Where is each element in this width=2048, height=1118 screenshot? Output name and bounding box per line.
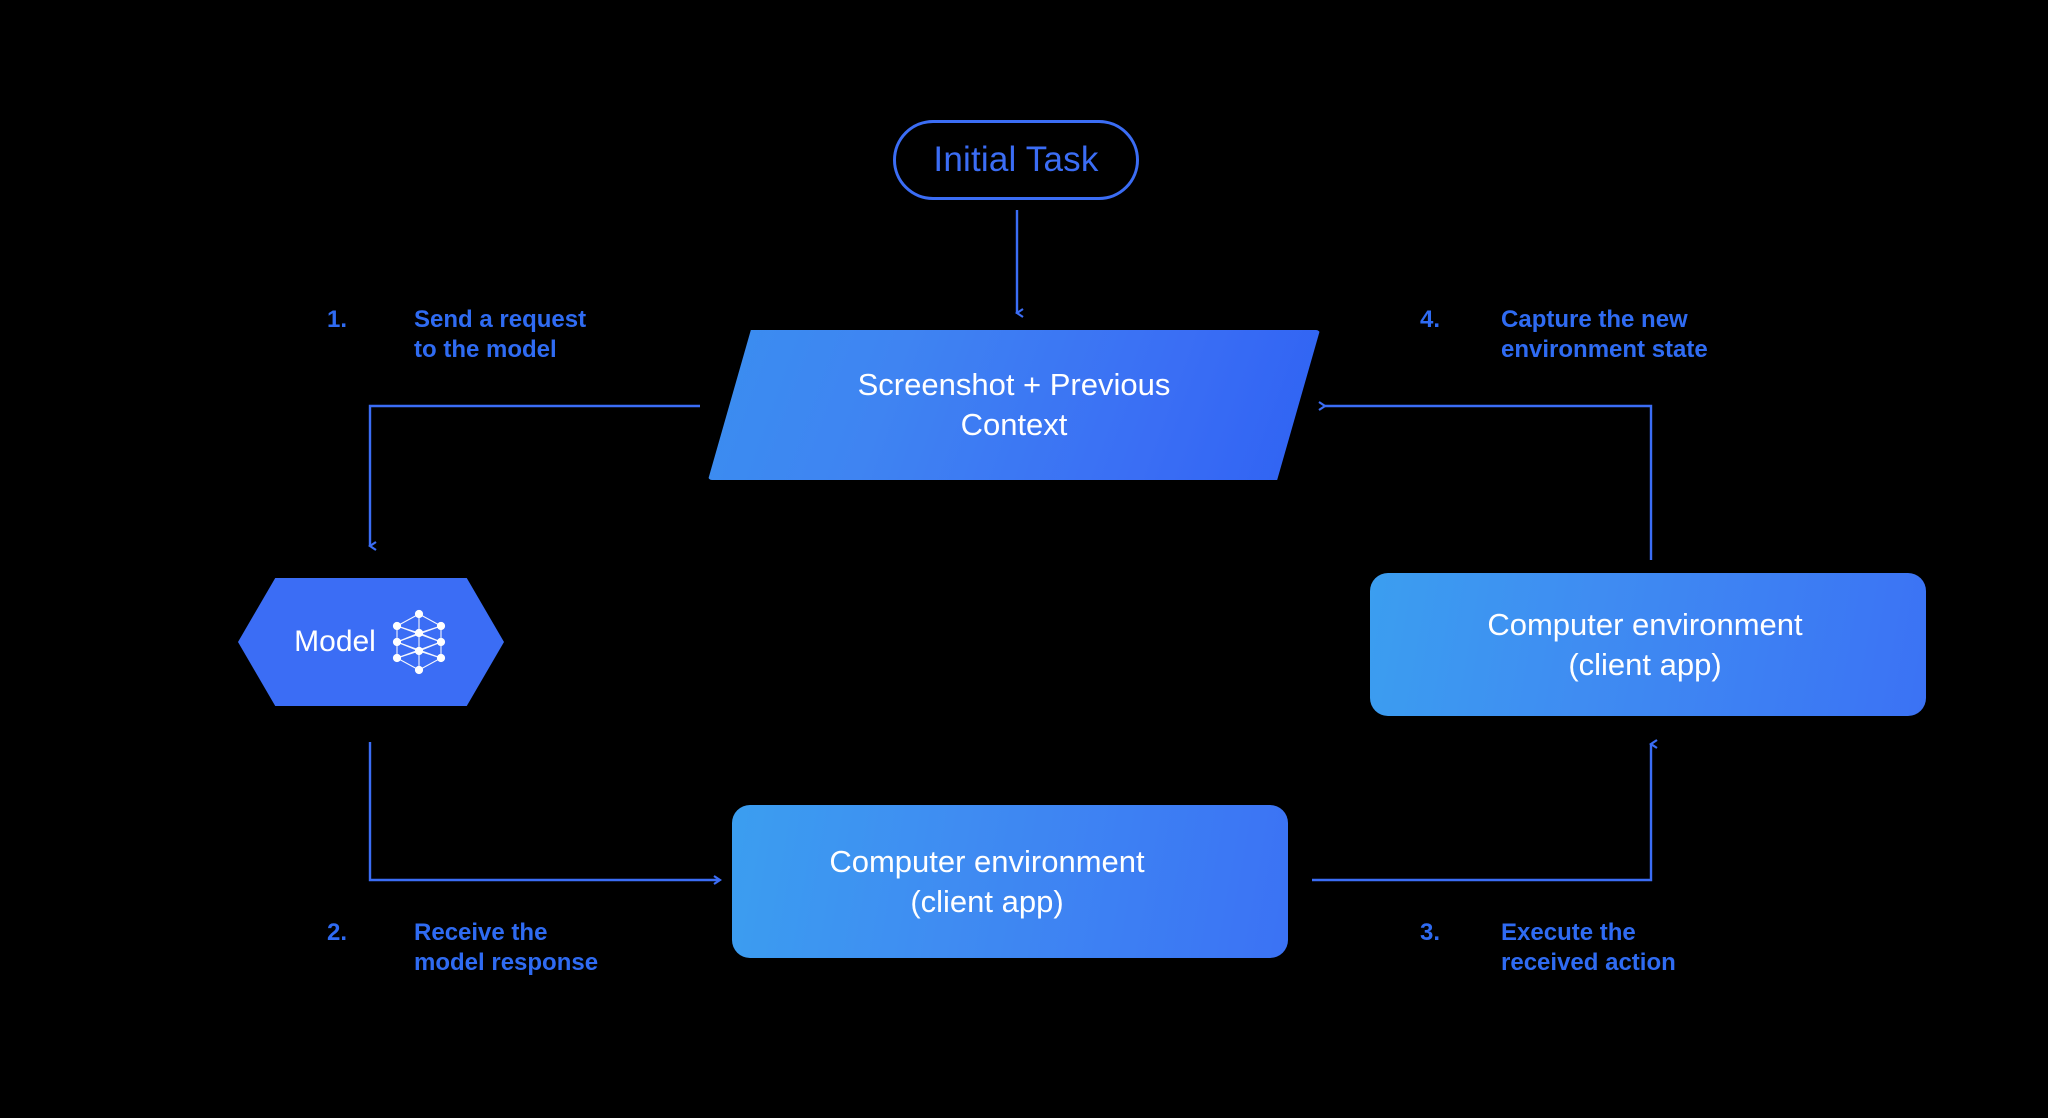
environment-bottom-label: Computer environment (client app): [742, 805, 1232, 958]
step-3-number: 3.: [1420, 919, 1441, 946]
initial-task-node[interactable]: Initial Task: [893, 120, 1139, 200]
step-4-text: Capture the new environment state: [1501, 306, 1708, 363]
step-1-number: 1.: [327, 306, 348, 333]
initial-task-label: Initial Task: [933, 140, 1099, 179]
environment-bottom-background: [732, 805, 1288, 958]
step-3-text: Execute the received action: [1501, 919, 1676, 976]
environment-node-right[interactable]: Computer environment (client app): [1370, 573, 1926, 716]
environment-right-background: [1370, 573, 1926, 716]
step-1-text: Send a request to the model: [414, 306, 587, 363]
step-2-text: Receive the model response: [414, 919, 599, 976]
step-4-label: 4. Capture the new environment state: [1420, 305, 1708, 365]
arrow-model-to-environment: [368, 742, 722, 885]
context-node-shape: [708, 330, 1320, 480]
context-node[interactable]: Screenshot + Previous Context: [708, 330, 1320, 480]
step-1-label: 1. Send a request to the model: [327, 305, 586, 365]
arrow-context-to-model: [368, 404, 700, 551]
model-node[interactable]: Model: [238, 578, 504, 706]
step-2-number: 2.: [327, 919, 348, 946]
arrow-environment-to-context: [1318, 401, 1653, 560]
environment-bottom-line1: Computer environment: [829, 843, 1145, 879]
step-3-label: 3. Execute the received action: [1420, 918, 1676, 978]
model-node-content: Model: [238, 578, 504, 706]
environment-right-line2: (client app): [1568, 646, 1722, 682]
model-node-shape: [238, 578, 504, 706]
step-2-label: 2. Receive the model response: [327, 918, 598, 978]
step-4-number: 4.: [1420, 306, 1441, 333]
arrow-environment-to-environment: [1312, 739, 1658, 882]
environment-node-bottom[interactable]: Computer environment (client app): [732, 805, 1288, 958]
environment-right-label: Computer environment (client app): [1392, 573, 1898, 716]
neural-network-icon: [392, 609, 445, 675]
model-node-label: Model: [294, 625, 376, 658]
environment-bottom-line2: (client app): [910, 883, 1064, 919]
environment-right-line1: Computer environment: [1487, 606, 1803, 642]
